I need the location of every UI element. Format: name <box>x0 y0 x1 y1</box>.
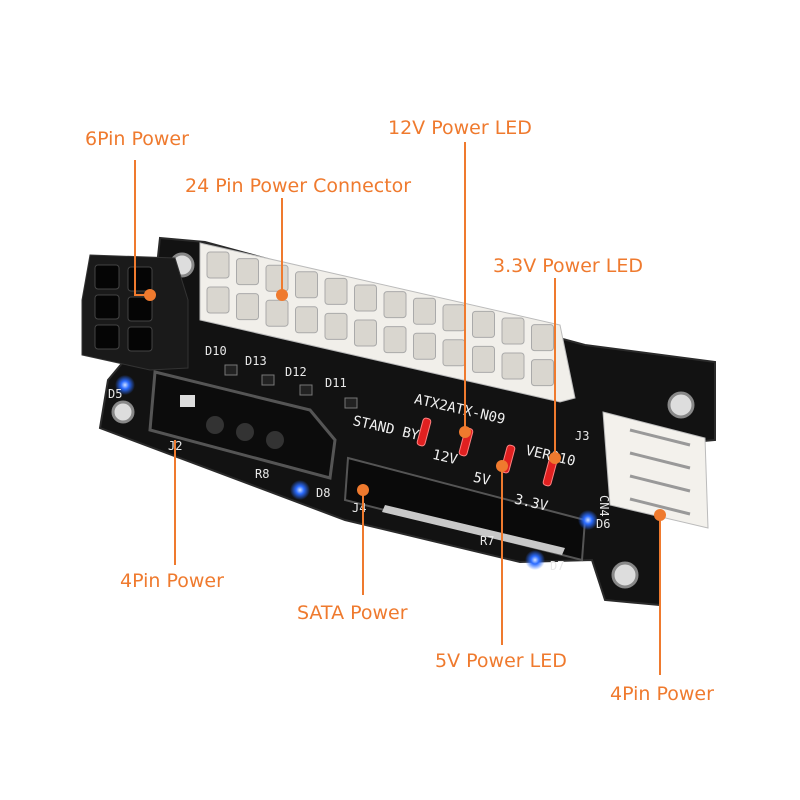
connector-pin-cell <box>472 345 495 373</box>
pcb-3v3-text: 3.3V <box>513 492 550 515</box>
connector-pin-cell <box>413 297 436 325</box>
pcb-d12-text: D12 <box>285 365 307 379</box>
pcb-d5-text: D5 <box>108 387 122 401</box>
pcb-d6-text: D6 <box>596 517 610 531</box>
connector-pin-cell <box>295 271 318 299</box>
pcb-12v-text: 12V <box>431 447 460 468</box>
connector-pin-cell <box>324 312 348 340</box>
label-6pin-power: 6Pin Power <box>85 128 189 150</box>
connector-pin-cell <box>206 286 230 314</box>
connector-pin-cell <box>265 264 289 292</box>
blue-led <box>525 550 545 570</box>
pcb-r8-text: R8 <box>255 467 269 481</box>
connector-pin-cell <box>413 332 436 360</box>
connector-pin-cell <box>265 299 289 327</box>
connector-pin-cell <box>501 317 525 345</box>
connector-pin-cell <box>442 304 466 332</box>
pcb-r7-text: R7 <box>480 534 494 548</box>
label-24pin-connector: 24 Pin Power Connector <box>185 175 411 197</box>
connector-pin-cell <box>442 339 466 367</box>
sata-connector <box>343 456 587 562</box>
status-leds <box>224 364 358 409</box>
label-sata-power: SATA Power <box>297 602 408 624</box>
label-4pin-power-left: 4Pin Power <box>120 570 224 592</box>
molex-connector <box>148 370 337 480</box>
pcb-j3-text: J3 <box>575 429 589 443</box>
label-3v3-led: 3.3V Power LED <box>493 255 643 277</box>
pcb-d10-text: D10 <box>205 344 227 358</box>
connector-pin-cell <box>206 251 230 279</box>
pcb-j4-text: J4 <box>352 501 366 515</box>
mount-hole <box>667 391 695 419</box>
connector-pin-cell <box>472 310 495 338</box>
connector-pin-cell <box>383 291 407 319</box>
pcb-d7-text: D7 <box>550 559 564 573</box>
blue-led <box>578 510 598 530</box>
mount-hole <box>611 561 639 589</box>
pcb-5v-text: 5V <box>472 470 493 490</box>
leader-lines <box>134 142 666 675</box>
right-four-pin-connector <box>602 411 709 529</box>
pcb-d11-text: D11 <box>325 376 347 390</box>
pcb-cn4-text: CN4 <box>597 495 611 517</box>
label-5v-led: 5V Power LED <box>435 650 567 672</box>
connector-pin-cell <box>236 293 259 321</box>
connector-pin-cell <box>324 277 348 305</box>
connector-pin-cell <box>531 324 554 352</box>
blue-led <box>115 375 135 395</box>
connector-pin-cell <box>236 258 259 286</box>
pcb-d13-text: D13 <box>245 354 267 368</box>
connector-pin-cell <box>354 319 377 347</box>
twenty-four-pin-connector <box>199 242 576 403</box>
connector-pin-cell <box>501 352 525 380</box>
pcb-d8-text: D8 <box>316 486 330 500</box>
connector-pin-cell <box>354 284 377 312</box>
mount-hole <box>111 400 135 424</box>
connector-pin-cell <box>531 359 554 387</box>
blue-led <box>290 480 310 500</box>
connector-pin-cell <box>383 326 407 354</box>
label-12v-led: 12V Power LED <box>388 117 532 139</box>
connector-pin-cell <box>295 306 318 334</box>
label-4pin-power-right: 4Pin Power <box>610 683 714 705</box>
